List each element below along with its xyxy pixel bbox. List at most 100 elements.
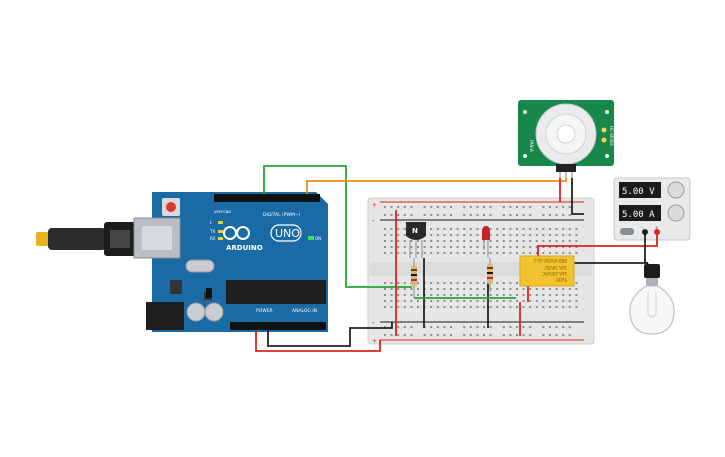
breadboard-hole[interactable]: [549, 252, 551, 254]
breadboard-hole[interactable]: [549, 246, 551, 248]
breadboard-hole[interactable]: [403, 234, 406, 236]
breadboard-hole[interactable]: [384, 234, 386, 236]
breadboard-hole[interactable]: [476, 240, 479, 242]
breadboard-hole[interactable]: [575, 300, 578, 302]
breadboard-hole[interactable]: [469, 294, 472, 296]
breadboard-hole[interactable]: [516, 306, 518, 308]
breadboard-hole[interactable]: [417, 282, 419, 284]
breadboard-hole[interactable]: [443, 206, 446, 208]
breadboard-hole[interactable]: [568, 326, 571, 328]
breadboard-hole[interactable]: [522, 326, 525, 328]
breadboard-hole[interactable]: [496, 228, 499, 230]
breadboard-hole[interactable]: [469, 306, 472, 308]
breadboard-hole[interactable]: [430, 306, 433, 308]
breadboard-hole[interactable]: [522, 234, 525, 236]
breadboard-hole[interactable]: [463, 214, 466, 216]
breadboard-hole[interactable]: [502, 326, 505, 328]
breadboard-hole[interactable]: [529, 252, 532, 254]
breadboard-hole[interactable]: [390, 300, 393, 302]
breadboard-hole[interactable]: [463, 206, 466, 208]
breadboard-hole[interactable]: [568, 206, 571, 208]
breadboard-hole[interactable]: [430, 214, 433, 216]
breadboard-hole[interactable]: [403, 206, 406, 208]
breadboard-hole[interactable]: [502, 228, 505, 230]
breadboard-hole[interactable]: [516, 282, 518, 284]
breadboard-hole[interactable]: [384, 228, 386, 230]
breadboard-hole[interactable]: [483, 282, 485, 284]
breadboard-hole[interactable]: [397, 214, 400, 216]
breadboard-hole[interactable]: [463, 326, 466, 328]
breadboard-hole[interactable]: [390, 228, 393, 230]
breadboard-hole[interactable]: [502, 294, 505, 296]
breadboard-hole[interactable]: [410, 288, 413, 290]
breadboard-hole[interactable]: [509, 306, 512, 308]
breadboard-hole[interactable]: [562, 294, 565, 296]
breadboard-hole[interactable]: [436, 246, 439, 248]
breadboard-hole[interactable]: [450, 306, 452, 308]
red-led[interactable]: [482, 226, 490, 258]
breadboard-hole[interactable]: [430, 300, 433, 302]
breadboard-hole[interactable]: [502, 252, 505, 254]
breadboard-hole[interactable]: [522, 228, 525, 230]
breadboard-hole[interactable]: [443, 214, 446, 216]
breadboard-hole[interactable]: [450, 228, 452, 230]
breadboard-hole[interactable]: [516, 246, 518, 248]
breadboard-hole[interactable]: [436, 300, 439, 302]
breadboard-hole[interactable]: [469, 228, 472, 230]
breadboard-hole[interactable]: [436, 306, 439, 308]
breadboard-hole[interactable]: [483, 306, 485, 308]
breadboard-hole[interactable]: [496, 234, 499, 236]
breadboard-hole[interactable]: [502, 288, 505, 290]
digital-header[interactable]: [214, 194, 320, 202]
breadboard-hole[interactable]: [522, 294, 525, 296]
breadboard-hole[interactable]: [568, 246, 571, 248]
breadboard-hole[interactable]: [509, 228, 512, 230]
breadboard-hole[interactable]: [568, 234, 571, 236]
breadboard-hole[interactable]: [529, 300, 532, 302]
breadboard-holes[interactable]: [384, 206, 578, 336]
breadboard-hole[interactable]: [397, 294, 400, 296]
breadboard-hole[interactable]: [542, 214, 545, 216]
breadboard-hole[interactable]: [390, 288, 393, 290]
breadboard-hole[interactable]: [489, 294, 492, 296]
breadboard-hole[interactable]: [483, 294, 485, 296]
breadboard-hole[interactable]: [417, 288, 419, 290]
arduino-uno-board[interactable]: ARDUINO UNO DIGITAL (PWM~) POWER ANALOG …: [133, 192, 328, 332]
breadboard-hole[interactable]: [542, 206, 545, 208]
breadboard-hole[interactable]: [384, 214, 386, 216]
breadboard-hole[interactable]: [575, 252, 578, 254]
breadboard-hole[interactable]: [463, 246, 466, 248]
breadboard-hole[interactable]: [502, 246, 505, 248]
breadboard-hole[interactable]: [509, 288, 512, 290]
breadboard-hole[interactable]: [502, 306, 505, 308]
breadboard-hole[interactable]: [529, 246, 532, 248]
breadboard-hole[interactable]: [542, 228, 545, 230]
breadboard-hole[interactable]: [522, 246, 525, 248]
breadboard-hole[interactable]: [450, 282, 452, 284]
breadboard-hole[interactable]: [575, 228, 578, 230]
breadboard-hole[interactable]: [390, 214, 393, 216]
breadboard-hole[interactable]: [390, 334, 393, 336]
breadboard-hole[interactable]: [522, 252, 525, 254]
breadboard-hole[interactable]: [568, 252, 571, 254]
breadboard-hole[interactable]: [397, 206, 400, 208]
breadboard-hole[interactable]: [483, 288, 485, 290]
breadboard-hole[interactable]: [483, 334, 485, 336]
breadboard-hole[interactable]: [535, 300, 538, 302]
breadboard-hole[interactable]: [436, 294, 439, 296]
breadboard-hole[interactable]: [568, 214, 571, 216]
breadboard-hole[interactable]: [549, 288, 551, 290]
breadboard-hole[interactable]: [436, 282, 439, 284]
breadboard-hole[interactable]: [443, 234, 446, 236]
breadboard-hole[interactable]: [529, 240, 532, 242]
breadboard-hole[interactable]: [516, 228, 518, 230]
reset-button[interactable]: [166, 202, 176, 212]
breadboard-hole[interactable]: [522, 240, 525, 242]
breadboard-hole[interactable]: [476, 306, 479, 308]
breadboard-hole[interactable]: [423, 252, 426, 254]
breadboard-hole[interactable]: [496, 300, 499, 302]
breadboard-hole[interactable]: [562, 252, 565, 254]
breadboard-hole[interactable]: [436, 288, 439, 290]
breadboard-hole[interactable]: [568, 334, 571, 336]
breadboard-hole[interactable]: [535, 234, 538, 236]
